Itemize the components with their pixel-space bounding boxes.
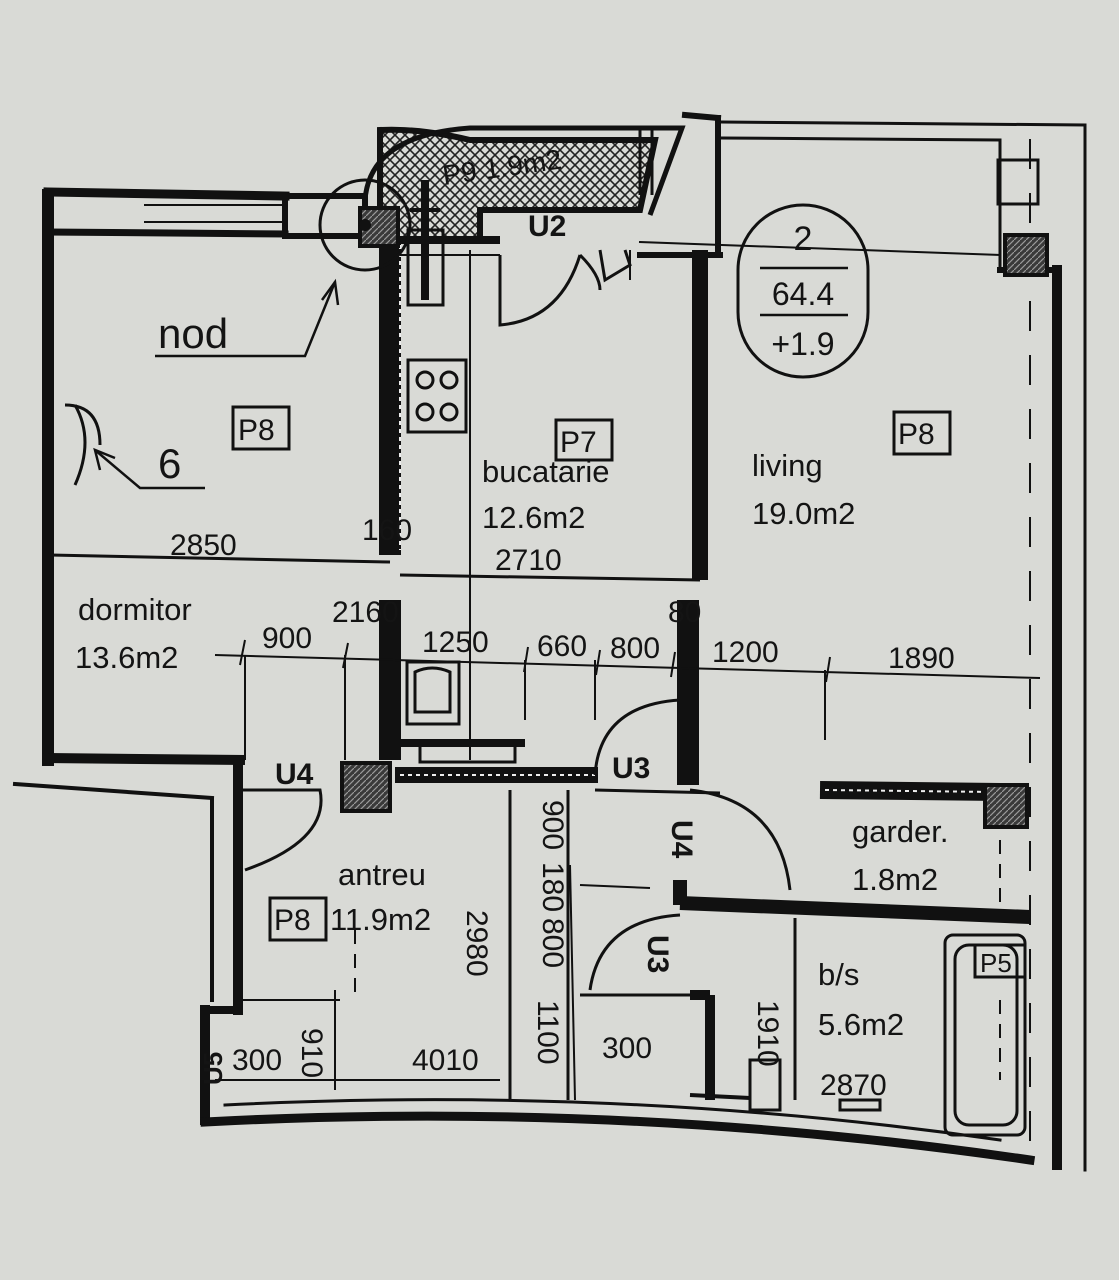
door-code-u3-b: U3	[641, 935, 674, 973]
living-area: 19.0m2	[752, 496, 855, 531]
dim-300-b: 300	[602, 1032, 652, 1065]
dim-4010: 4010	[412, 1044, 479, 1077]
toilet-icon	[748, 1058, 882, 1112]
apartment-number: 2	[794, 220, 813, 258]
dim-1250: 1250	[422, 626, 489, 659]
window-pivot	[359, 219, 371, 231]
counter	[418, 740, 517, 764]
living-code: P8	[898, 418, 935, 451]
dormitor-name: dormitor	[78, 592, 192, 627]
dim-800: 800	[610, 632, 660, 665]
dim-660: 660	[537, 630, 587, 663]
sink-icon	[405, 660, 461, 726]
columns	[340, 158, 1049, 829]
living-name: living	[752, 448, 823, 483]
dim-160: 160	[362, 514, 412, 547]
bucatarie-name: bucatarie	[482, 454, 610, 489]
garderoba-name: garder.	[852, 814, 949, 849]
six-label: 6	[158, 440, 181, 487]
baie-name: b/s	[818, 957, 859, 992]
door-code-u4-a: U4	[275, 758, 314, 791]
apartment-oval	[736, 203, 870, 379]
antreu-area: 11.9m2	[330, 902, 431, 937]
bucatarie-code: P7	[560, 426, 597, 459]
door-swings	[64, 249, 792, 991]
stove-icon	[406, 358, 468, 434]
antreu-code: P8	[274, 904, 311, 937]
dim-80: 80	[668, 596, 701, 629]
dim-910: 910	[295, 1028, 328, 1078]
dim-1890: 1890	[888, 642, 955, 675]
dim-1910: 1910	[751, 1000, 784, 1067]
dimension-lines	[214, 639, 1041, 1101]
door-code-u4-b: U4	[665, 820, 698, 859]
dim-2850: 2850	[170, 529, 237, 562]
door-code-u3-a: U3	[612, 752, 650, 785]
dim-900-vertical: 900	[536, 800, 569, 850]
code-boxes	[231, 405, 1027, 979]
nod-label: nod	[158, 310, 228, 357]
apartment-balcony-area: +1.9	[771, 326, 834, 362]
apartment-area: 64.4	[772, 276, 834, 312]
baie-code: P5	[980, 948, 1012, 978]
dim-2870: 2870	[820, 1069, 887, 1102]
dim-1100: 1100	[531, 1000, 564, 1065]
door-code-u2: U2	[528, 210, 566, 243]
baie-area: 5.6m2	[818, 1007, 904, 1042]
dim-2980: 2980	[460, 910, 493, 977]
dim-800-vertical: 800	[536, 918, 569, 968]
antreu-name: antreu	[338, 857, 426, 892]
garderoba-area: 1.8m2	[852, 862, 938, 897]
dim-900: 900	[262, 622, 312, 655]
interior-walls	[49, 236, 1031, 1100]
bucatarie-area: 12.6m2	[482, 500, 585, 535]
dormitor-code: P8	[238, 414, 275, 447]
dim-2160: 2160	[332, 596, 399, 629]
exterior-walls	[12, 111, 1087, 1172]
dormitor-area: 13.6m2	[75, 640, 178, 675]
annotation-leaders	[93, 278, 340, 490]
balcony-rail	[362, 125, 686, 216]
ventilation-stack	[400, 180, 500, 307]
window-swing-circle	[318, 178, 412, 272]
dim-180: 180	[536, 862, 569, 912]
dim-2710: 2710	[495, 544, 562, 577]
door-code-u5: U5	[198, 1052, 228, 1085]
dim-1200: 1200	[712, 636, 779, 669]
dim-300-a: 300	[232, 1044, 282, 1077]
